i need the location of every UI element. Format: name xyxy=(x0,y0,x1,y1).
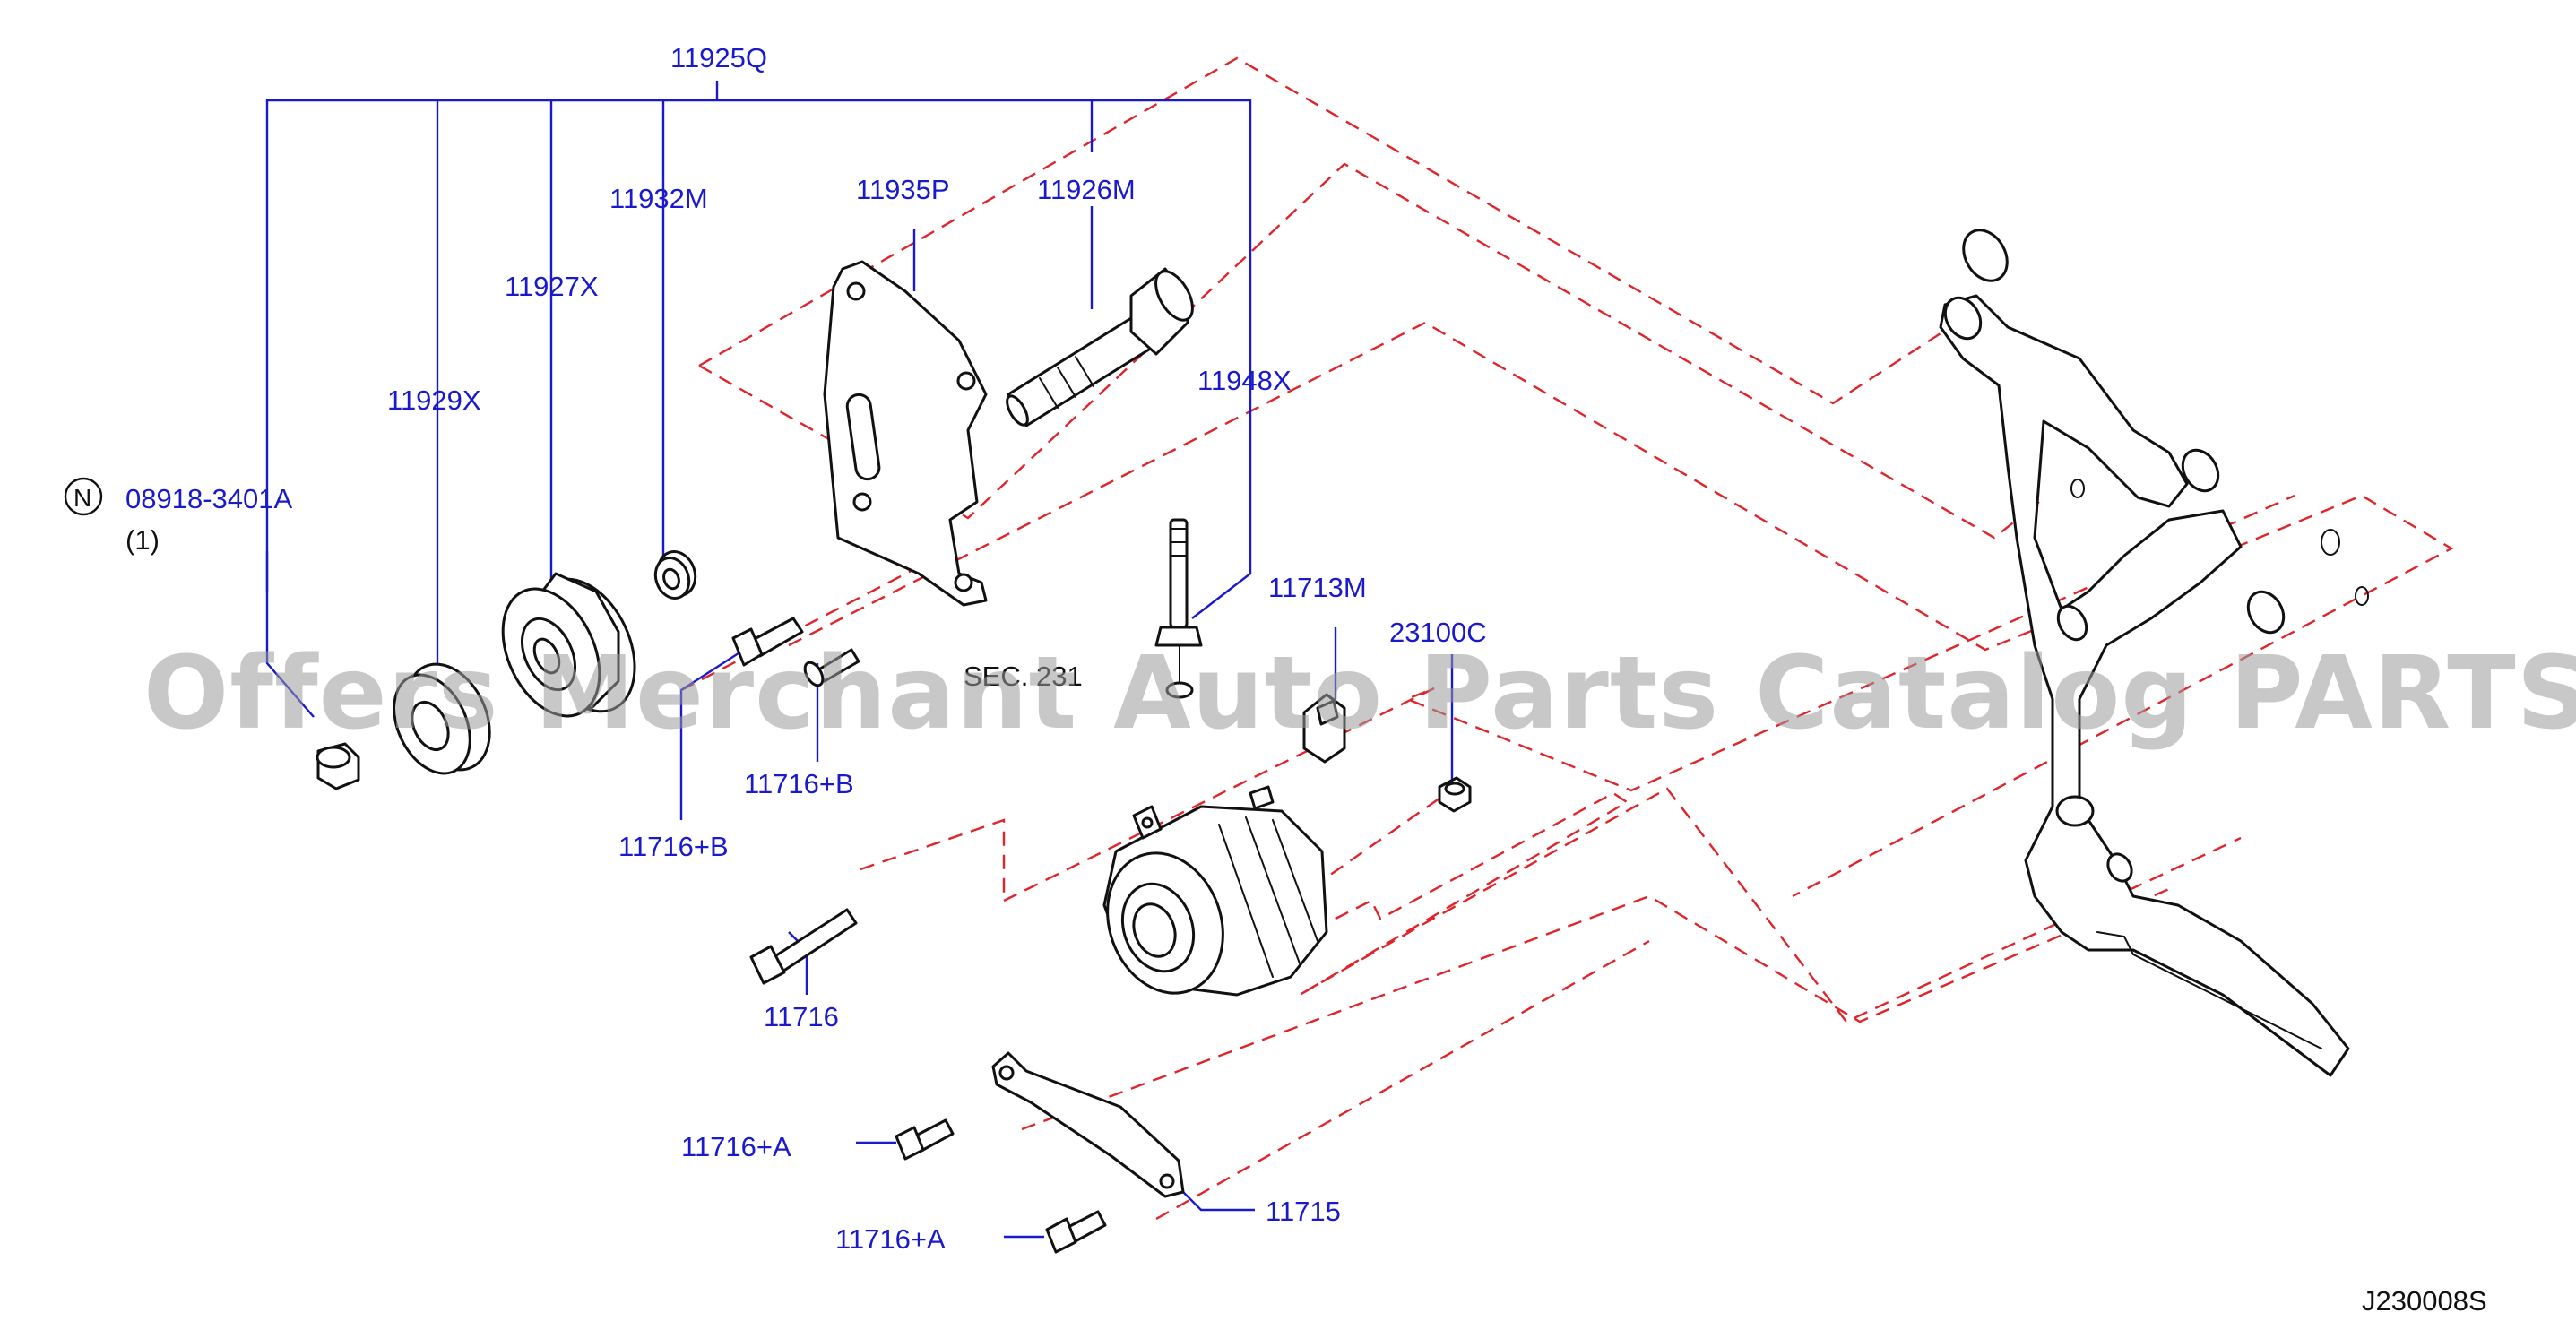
part-brace-11715 xyxy=(991,1051,1185,1198)
part-long-bolt-11948x xyxy=(1154,518,1203,699)
part-bolt-11926m xyxy=(1006,267,1194,428)
part-bracket-11935p xyxy=(823,260,988,607)
engine-mounting-block xyxy=(1939,229,2369,1077)
guide-alternator-lower xyxy=(1272,787,2242,1023)
part-bolt-11716b-left xyxy=(731,617,804,667)
part-bolt-11716b-right xyxy=(803,648,860,687)
label-23100c: 23100C xyxy=(1389,617,1487,648)
label-11926m: 11926M xyxy=(1037,174,1136,205)
guide-alternator-upper xyxy=(1003,494,2295,902)
n-symbol-circle xyxy=(64,477,103,516)
part-nut-08918 xyxy=(316,742,360,790)
label-11716b-right: 11716+B xyxy=(744,768,854,799)
guide-lower-brace xyxy=(1021,887,2170,1131)
leader-11925q-bracket xyxy=(265,99,1252,592)
label-quantity: (1) xyxy=(125,524,160,556)
part-washer-11929x xyxy=(393,662,491,775)
part-number-labels: 11925Q 11932M 11935P 11926M 11927X 11948… xyxy=(64,42,2487,1317)
label-08918-3401a: 08918-3401A xyxy=(125,483,292,514)
leader-lines xyxy=(265,81,1454,1239)
label-11716: 11716 xyxy=(764,1001,839,1032)
guide-bracket-to-engine xyxy=(698,162,2040,540)
part-spacer-11932m xyxy=(653,550,697,600)
leader-11948x xyxy=(1191,573,1251,619)
part-bolt-11716a-bottom xyxy=(1045,1210,1107,1254)
label-sec-231: SEC. 231 xyxy=(964,661,1083,692)
n-symbol-letter: N xyxy=(73,484,91,512)
part-nut-23100c xyxy=(1438,776,1472,813)
label-11932m: 11932M xyxy=(609,183,708,214)
guide-brace-bottom xyxy=(1155,939,1650,1221)
label-11935p: 11935P xyxy=(856,174,950,205)
guide-upper-bracket xyxy=(698,56,1941,405)
leader-11716b-left xyxy=(679,648,745,820)
label-11948x: 11948X xyxy=(1197,365,1292,396)
part-clip-11713m xyxy=(1302,693,1346,764)
label-11716a-top: 11716+A xyxy=(681,1131,791,1162)
part-idler-pulley-11927x xyxy=(501,572,636,718)
label-11929x: 11929X xyxy=(387,384,481,416)
leader-11715 xyxy=(1182,1191,1255,1212)
diagram-id: J230008S xyxy=(2362,1285,2487,1317)
label-11716b-left: 11716+B xyxy=(618,831,729,862)
label-11927x: 11927X xyxy=(505,271,599,302)
label-11716a-bottom: 11716+A xyxy=(835,1223,946,1255)
leader-08918 xyxy=(265,551,315,718)
part-alternator xyxy=(1102,785,1328,997)
label-11925q: 11925Q xyxy=(670,42,767,73)
label-11715: 11715 xyxy=(1266,1196,1341,1227)
label-11713m: 11713M xyxy=(1268,572,1367,603)
part-bolt-11716 xyxy=(749,908,858,985)
watermark-text: Offers Merchant Auto Parts Catalog PARTS… xyxy=(143,635,2576,752)
guide-bolt-11716 xyxy=(860,818,1006,901)
part-bolt-11716a-top xyxy=(895,1118,955,1161)
guide-nut-23100c xyxy=(1254,795,1444,928)
